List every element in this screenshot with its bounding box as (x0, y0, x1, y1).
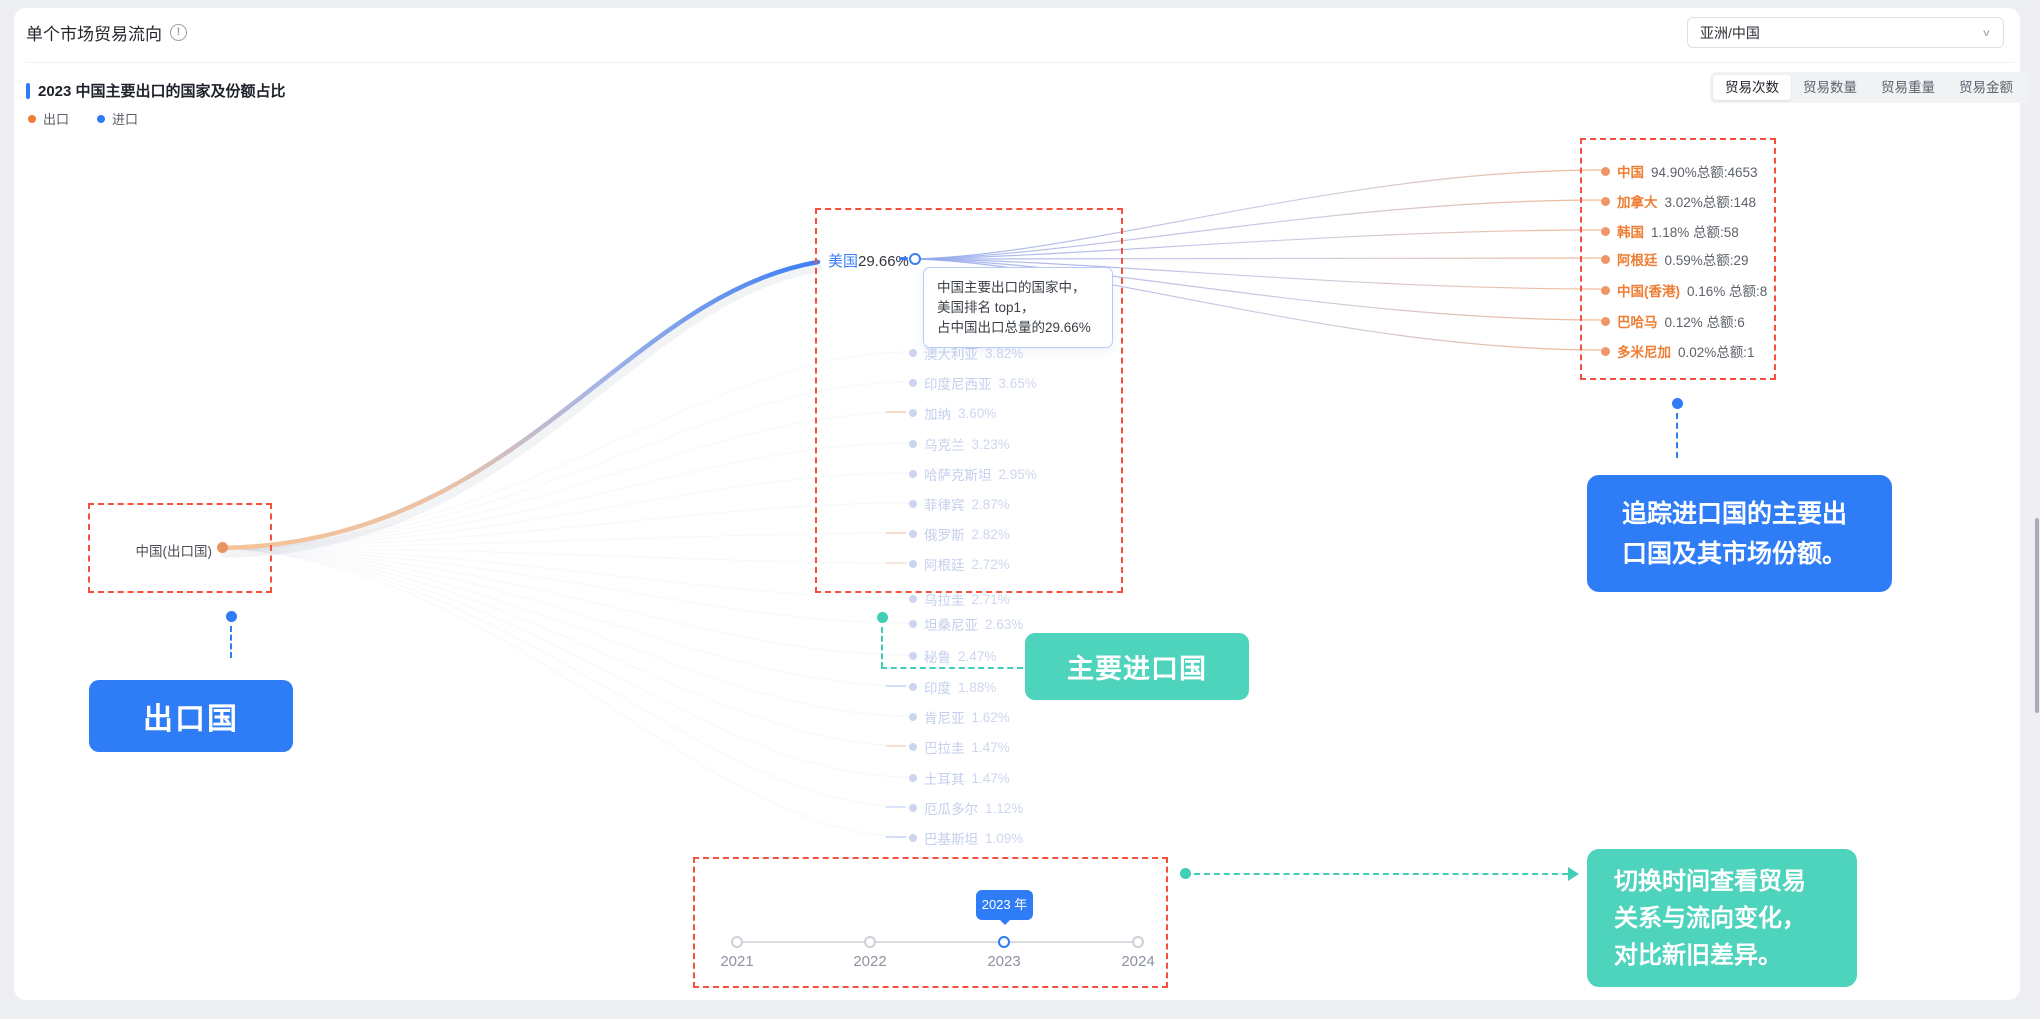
time-note-callout: 切换时间查看贸易 关系与流向变化， 对比新旧差异。 (1587, 849, 1857, 987)
connector-line (1676, 413, 1678, 458)
import-dot-icon (97, 114, 106, 123)
export-dot-icon (28, 114, 36, 123)
primary-importer-label[interactable]: 美国29.66% (828, 250, 909, 271)
chart-tooltip: 中国主要出口的国家中， 美国排名 top1， 占中国出口总量的29.66% (923, 267, 1113, 348)
connector-line (1194, 873, 1568, 875)
tab-trade-count[interactable]: 贸易次数 (1713, 75, 1791, 100)
exporter-node-label[interactable]: 中国(出口国) (135, 544, 213, 559)
arrow-right-icon (1568, 867, 1579, 881)
legend-export[interactable]: 出口 (28, 109, 69, 128)
info-icon[interactable]: ! (170, 24, 187, 41)
timeline-highlight-frame (693, 857, 1168, 988)
exporter-node-dot[interactable] (217, 542, 228, 553)
year-badge: 2023 年 (976, 890, 1033, 925)
connector-dot (226, 611, 237, 622)
tab-trade-weight[interactable]: 贸易重量 (1881, 80, 1935, 95)
exporter-callout: 出口国 (89, 680, 293, 752)
connector-dot (1180, 868, 1191, 879)
connector-dot (877, 612, 888, 623)
connector-line (230, 626, 232, 658)
tab-trade-amount[interactable]: 贸易金额 (1959, 80, 2013, 95)
year-dot-2024[interactable] (1132, 936, 1144, 948)
region-select[interactable]: 亚洲/中国 ∨ (1687, 17, 2004, 48)
year-label: 2021 (720, 953, 754, 970)
title-accent-bar (26, 82, 30, 99)
main-importers-callout: 主要进口国 (1025, 633, 1249, 700)
exporter-highlight-frame (88, 503, 272, 593)
year-dot-2022[interactable] (864, 936, 876, 948)
chart-legend: 出口 进口 (28, 109, 138, 128)
vertical-scrollbar[interactable] (2035, 518, 2039, 713)
reexport-note-callout: 追踪进口国的主要出 口国及其市场份额。 (1587, 475, 1892, 592)
year-label: 2022 (853, 953, 887, 970)
page-title: 单个市场贸易流向 ! (26, 20, 187, 45)
connector-line (881, 667, 1023, 669)
primary-importer-name: 美国 (828, 253, 859, 270)
year-dot-2023[interactable] (998, 936, 1010, 948)
list-item[interactable]: 中国(香港)0.16% 总额:8 (1601, 280, 1767, 300)
primary-importer-node[interactable] (909, 253, 921, 265)
primary-importer-share: 29.66% (858, 253, 909, 270)
year-slider-track[interactable] (737, 941, 1138, 943)
header-divider (26, 62, 2014, 63)
tab-trade-quantity[interactable]: 贸易数量 (1803, 80, 1857, 95)
chevron-down-icon: ∨ (1981, 26, 1991, 38)
metric-tabs: 贸易次数 贸易数量 贸易重量 贸易金额 (1710, 72, 2028, 103)
connector-dot (1672, 398, 1683, 409)
connector-line (881, 627, 883, 668)
node-link-dash (899, 257, 908, 260)
year-label: 2023 (987, 953, 1021, 970)
section-title: 2023 中国主要出口的国家及份额占比 (26, 80, 286, 101)
year-dot-2021[interactable] (731, 936, 743, 948)
importers-highlight-frame (815, 208, 1123, 593)
region-select-value: 亚洲/中国 (1700, 24, 1760, 41)
year-label: 2024 (1121, 953, 1155, 970)
legend-import[interactable]: 进口 (97, 109, 138, 128)
reexport-highlight-frame (1580, 138, 1776, 380)
